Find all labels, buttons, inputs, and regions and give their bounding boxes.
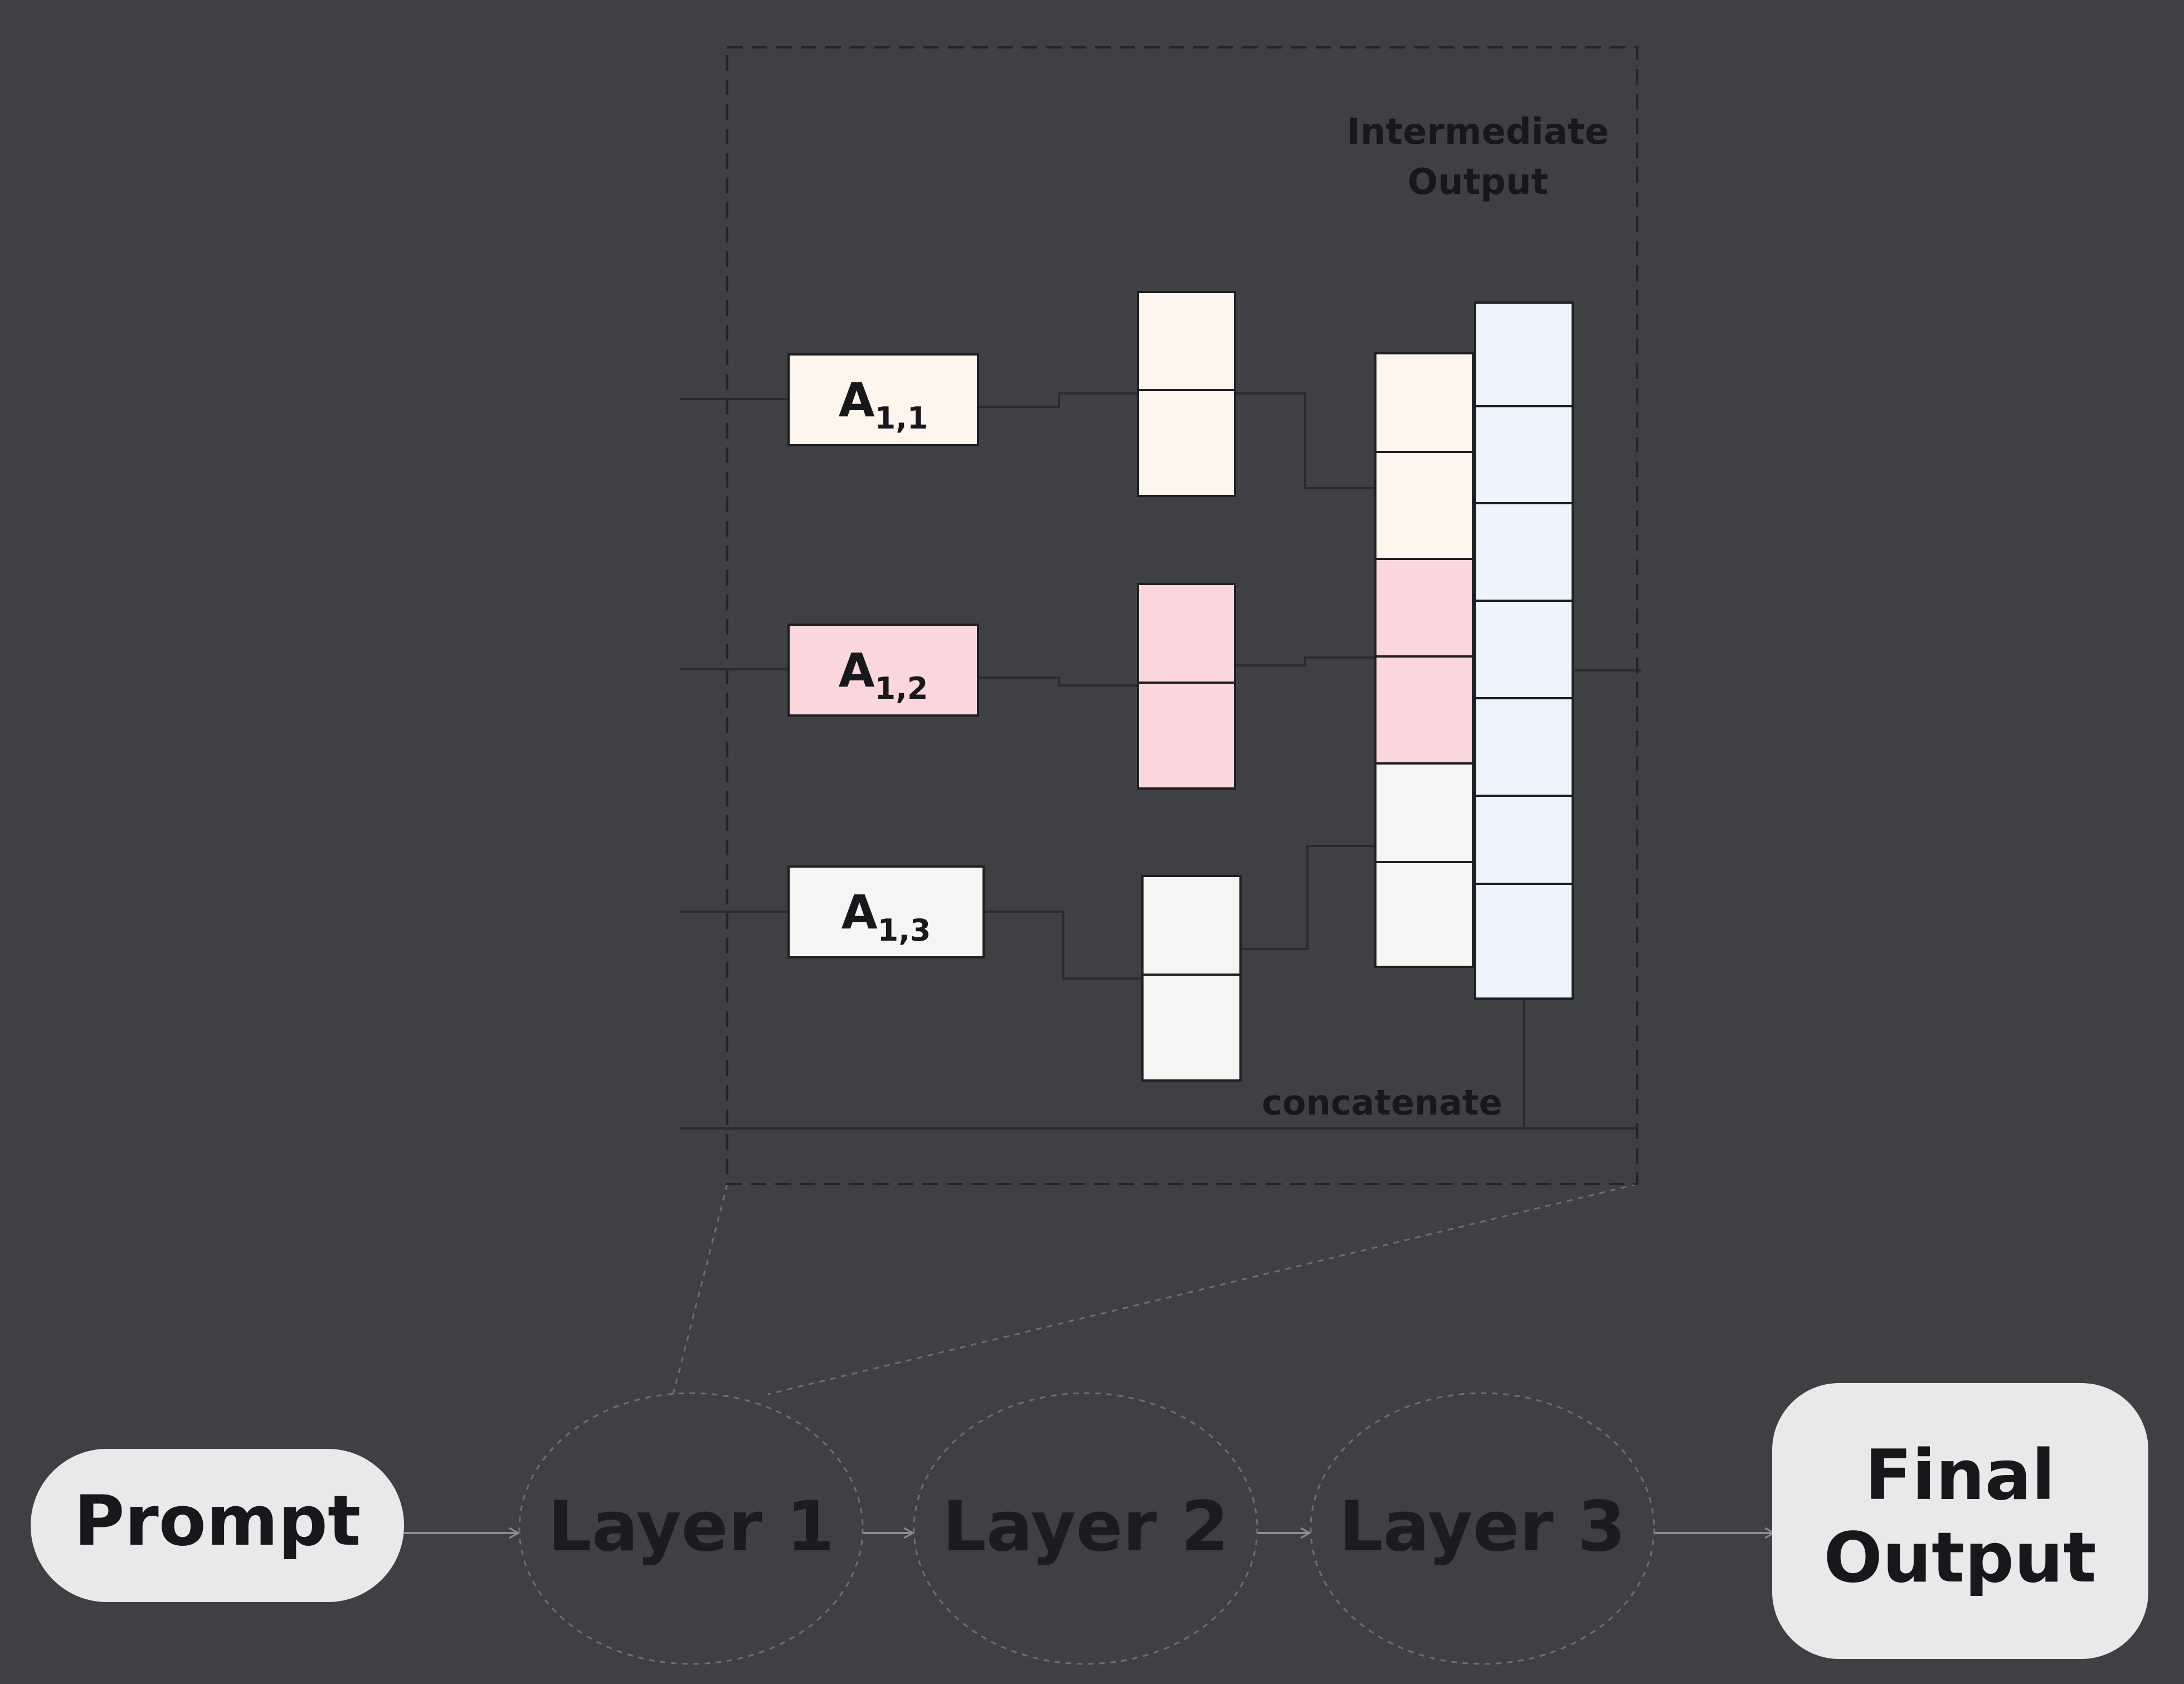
attention-head-2: A1,2	[787, 624, 979, 717]
layer-3-label: Layer 3	[1339, 1487, 1626, 1567]
head-3-subscript: 1,3	[878, 913, 931, 948]
layer-1-label: Layer 1	[548, 1487, 834, 1567]
concatenated-vector	[1374, 352, 1474, 968]
final-output-node: Final Output	[1772, 1383, 2148, 1659]
svg-text:A1,2: A1,2	[839, 643, 928, 706]
head-3-letter: A	[842, 885, 878, 940]
output-vector-lines	[1523, 669, 1641, 1128]
output-cell	[1474, 405, 1574, 504]
svg-text:A1,3: A1,3	[842, 885, 931, 948]
head-2-output-vector	[1137, 583, 1236, 790]
attention-head-1: A1,1	[787, 353, 979, 446]
output-cell	[1474, 301, 1574, 407]
layer-output-vector	[1474, 301, 1574, 1000]
layer-3-node: Layer 3	[1310, 1392, 1655, 1665]
concatenate-label: concatenate	[1262, 1082, 1502, 1123]
concat-cell	[1374, 655, 1474, 765]
head-1-letter: A	[839, 373, 875, 427]
layer-1-node: Layer 1	[518, 1392, 864, 1665]
concat-cell	[1374, 558, 1474, 658]
concat-cell	[1374, 762, 1474, 863]
intermediate-output-title-line2: Output	[1408, 162, 1549, 203]
output-cell	[1474, 795, 1574, 885]
intermediate-output-title: Intermediate	[1347, 111, 1609, 153]
prompt-label: Prompt	[74, 1481, 361, 1561]
concat-cell	[1374, 451, 1474, 560]
final-output-label-line1: Final	[1865, 1435, 2055, 1516]
output-cell	[1474, 883, 1574, 1000]
output-to-concat-connectors	[1235, 392, 1375, 950]
head-3-output-vector	[1141, 875, 1242, 1082]
layer-2-node: Layer 2	[913, 1392, 1258, 1665]
final-output-label-line2: Output	[1823, 1518, 2096, 1598]
output-cell	[1474, 600, 1574, 699]
attention-head-3: A1,3	[787, 865, 985, 958]
zoom-guide-right	[767, 1183, 1638, 1395]
layer-2-label: Layer 2	[942, 1487, 1229, 1567]
zoom-guide-left	[672, 1184, 728, 1395]
prompt-node: Prompt	[31, 1449, 404, 1602]
output-cell	[1474, 697, 1574, 797]
concat-cell	[1374, 352, 1474, 453]
head-to-output-connectors	[978, 392, 1142, 980]
concat-cell	[1374, 861, 1474, 968]
head-input-lines	[680, 398, 1637, 1130]
zoom-panel-border	[726, 46, 1638, 1185]
head-1-output-vector	[1137, 291, 1236, 497]
head-2-subscript: 1,2	[875, 671, 928, 706]
head-1-subscript: 1,1	[875, 401, 928, 436]
svg-text:A1,1: A1,1	[839, 373, 928, 436]
head-2-letter: A	[839, 643, 875, 698]
output-cell	[1474, 502, 1574, 602]
